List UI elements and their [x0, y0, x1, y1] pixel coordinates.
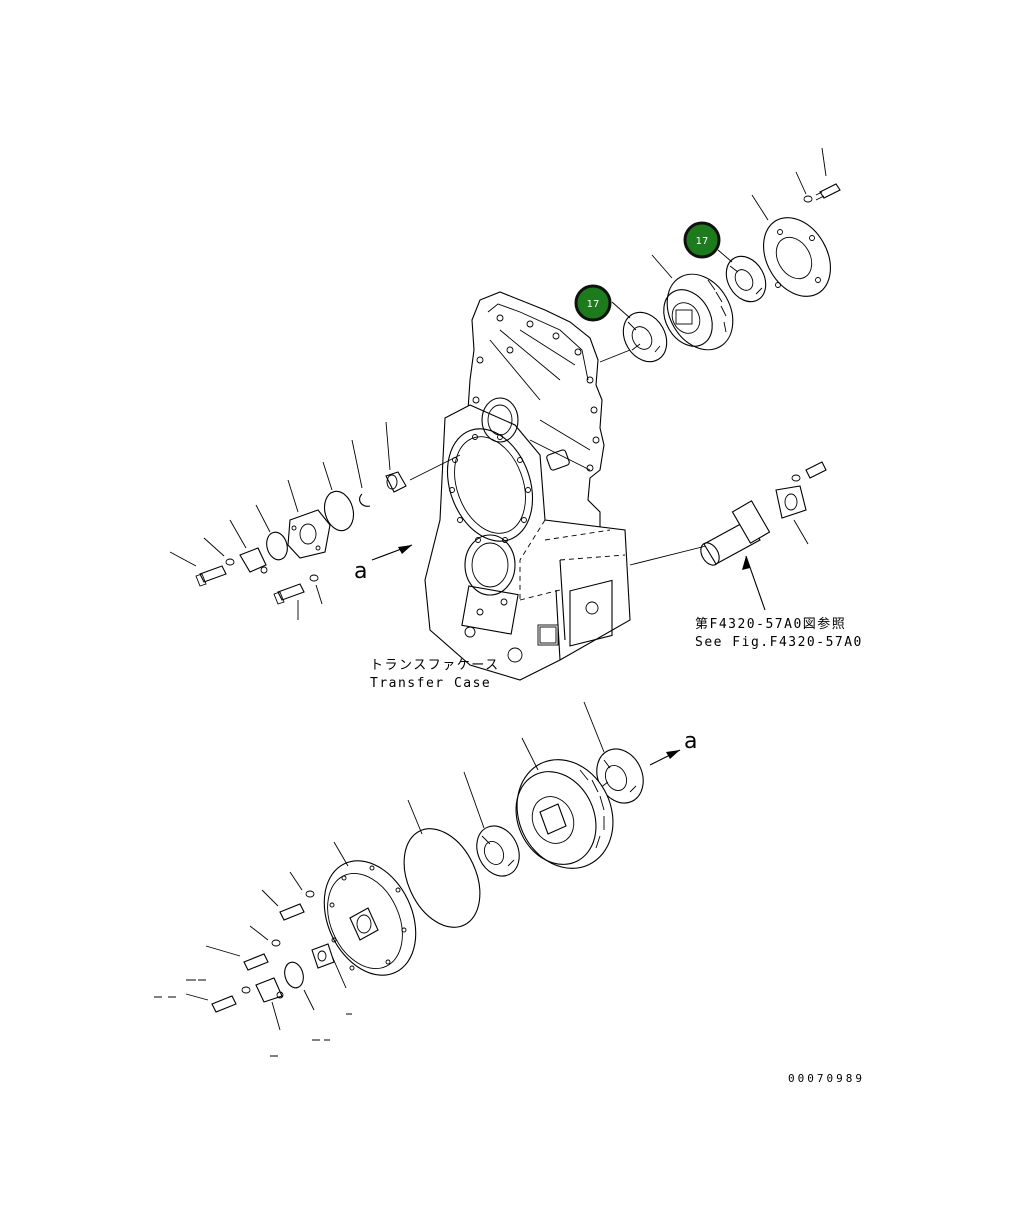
transfer-case-housing	[424, 291, 631, 681]
retainer-bolt-washer	[795, 147, 841, 203]
lower-o-ring	[403, 799, 481, 928]
callout-17-lower[interactable]: 17	[574, 284, 612, 322]
left-cover-stack	[169, 421, 407, 620]
upper-bearing-left	[611, 301, 668, 363]
callout-17-lower-number: 17	[587, 299, 600, 310]
arrow-a-upper-label: a	[354, 559, 367, 584]
upper-bearing-right	[717, 249, 767, 303]
arrow-a-lower-label: a	[684, 729, 697, 754]
lower-housing-cover	[323, 841, 417, 989]
lower-bearing-left	[463, 771, 520, 877]
see-fig-label-en: See Fig.F4320-57A0	[695, 635, 863, 650]
lower-gear	[515, 737, 614, 869]
arrow-a-lower: a	[649, 729, 697, 766]
right-shaft-assembly	[700, 461, 827, 611]
transfer-case-label-jp: トランスファケース	[370, 658, 500, 673]
transfer-case-label-en: Transfer Case	[370, 676, 491, 691]
callout-17-upper-number: 17	[696, 236, 709, 247]
drawing-number: 00070989	[788, 1072, 865, 1085]
callout-17-upper[interactable]: 17	[683, 221, 721, 259]
see-fig-label-jp: 第F4320-57A0図参照	[695, 616, 846, 632]
flange-bolt-holes	[472, 314, 600, 472]
lower-fastener-stack	[154, 871, 352, 1057]
upper-gear	[651, 254, 734, 351]
axis-lines	[409, 349, 711, 566]
arrow-a-upper: a	[354, 544, 413, 584]
bearing-retainer-plate	[751, 194, 831, 297]
